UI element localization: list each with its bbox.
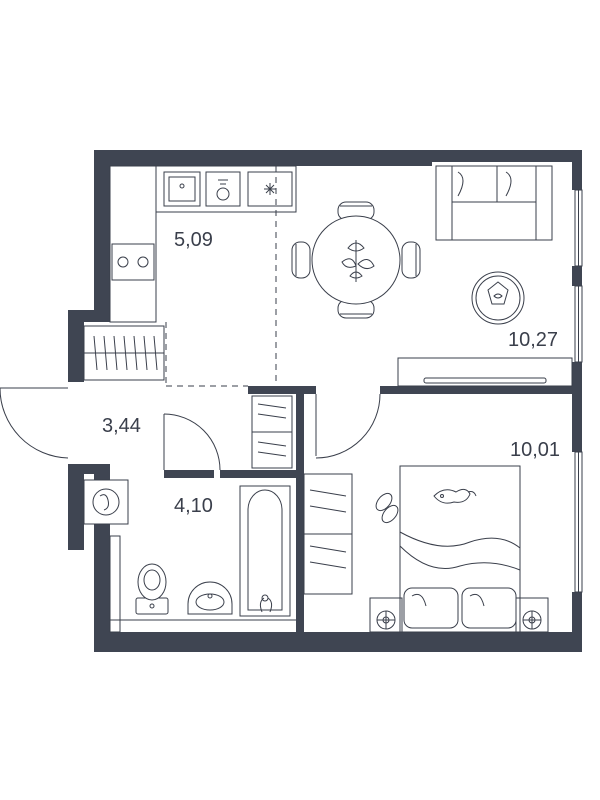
zone-lines [165,166,277,387]
hallway-area-label: 3,44 [102,415,141,437]
bathtub-icon [239,485,291,617]
sink-icon [163,171,201,207]
dishwasher-icon [205,171,241,207]
bed-icon [399,465,521,633]
fan-icon [369,597,403,633]
washing-machine-icon [83,479,129,525]
plant-icon [471,271,525,325]
wardrobe-icon [251,395,293,469]
cat-icon [433,488,477,504]
cooktop-icon [111,243,155,281]
living-room-area-label: 10,27 [508,329,558,351]
kitchen [109,165,297,323]
kitchen-area-label: 5,09 [174,229,213,251]
bathroom [83,395,296,633]
doors [0,387,381,471]
bedroom [303,465,549,633]
sofa-icon [435,165,553,241]
plant-icon [341,240,375,282]
fridge-icon [247,171,293,207]
wardrobe-icon [83,325,165,381]
wardrobe-icon [303,473,353,595]
bathroom-area-label: 4,10 [174,495,213,517]
bedroom-area-label: 10,01 [510,439,560,461]
windows [574,189,583,593]
dining-table-icon [291,201,421,319]
washbasin-icon [187,581,233,615]
tv-stand-icon [397,357,573,387]
toilet-icon [135,563,169,615]
fan-icon [515,597,549,633]
slippers-icon [375,492,399,524]
area-labels: 5,09 10,27 3,44 4,10 10,01 [102,229,560,517]
